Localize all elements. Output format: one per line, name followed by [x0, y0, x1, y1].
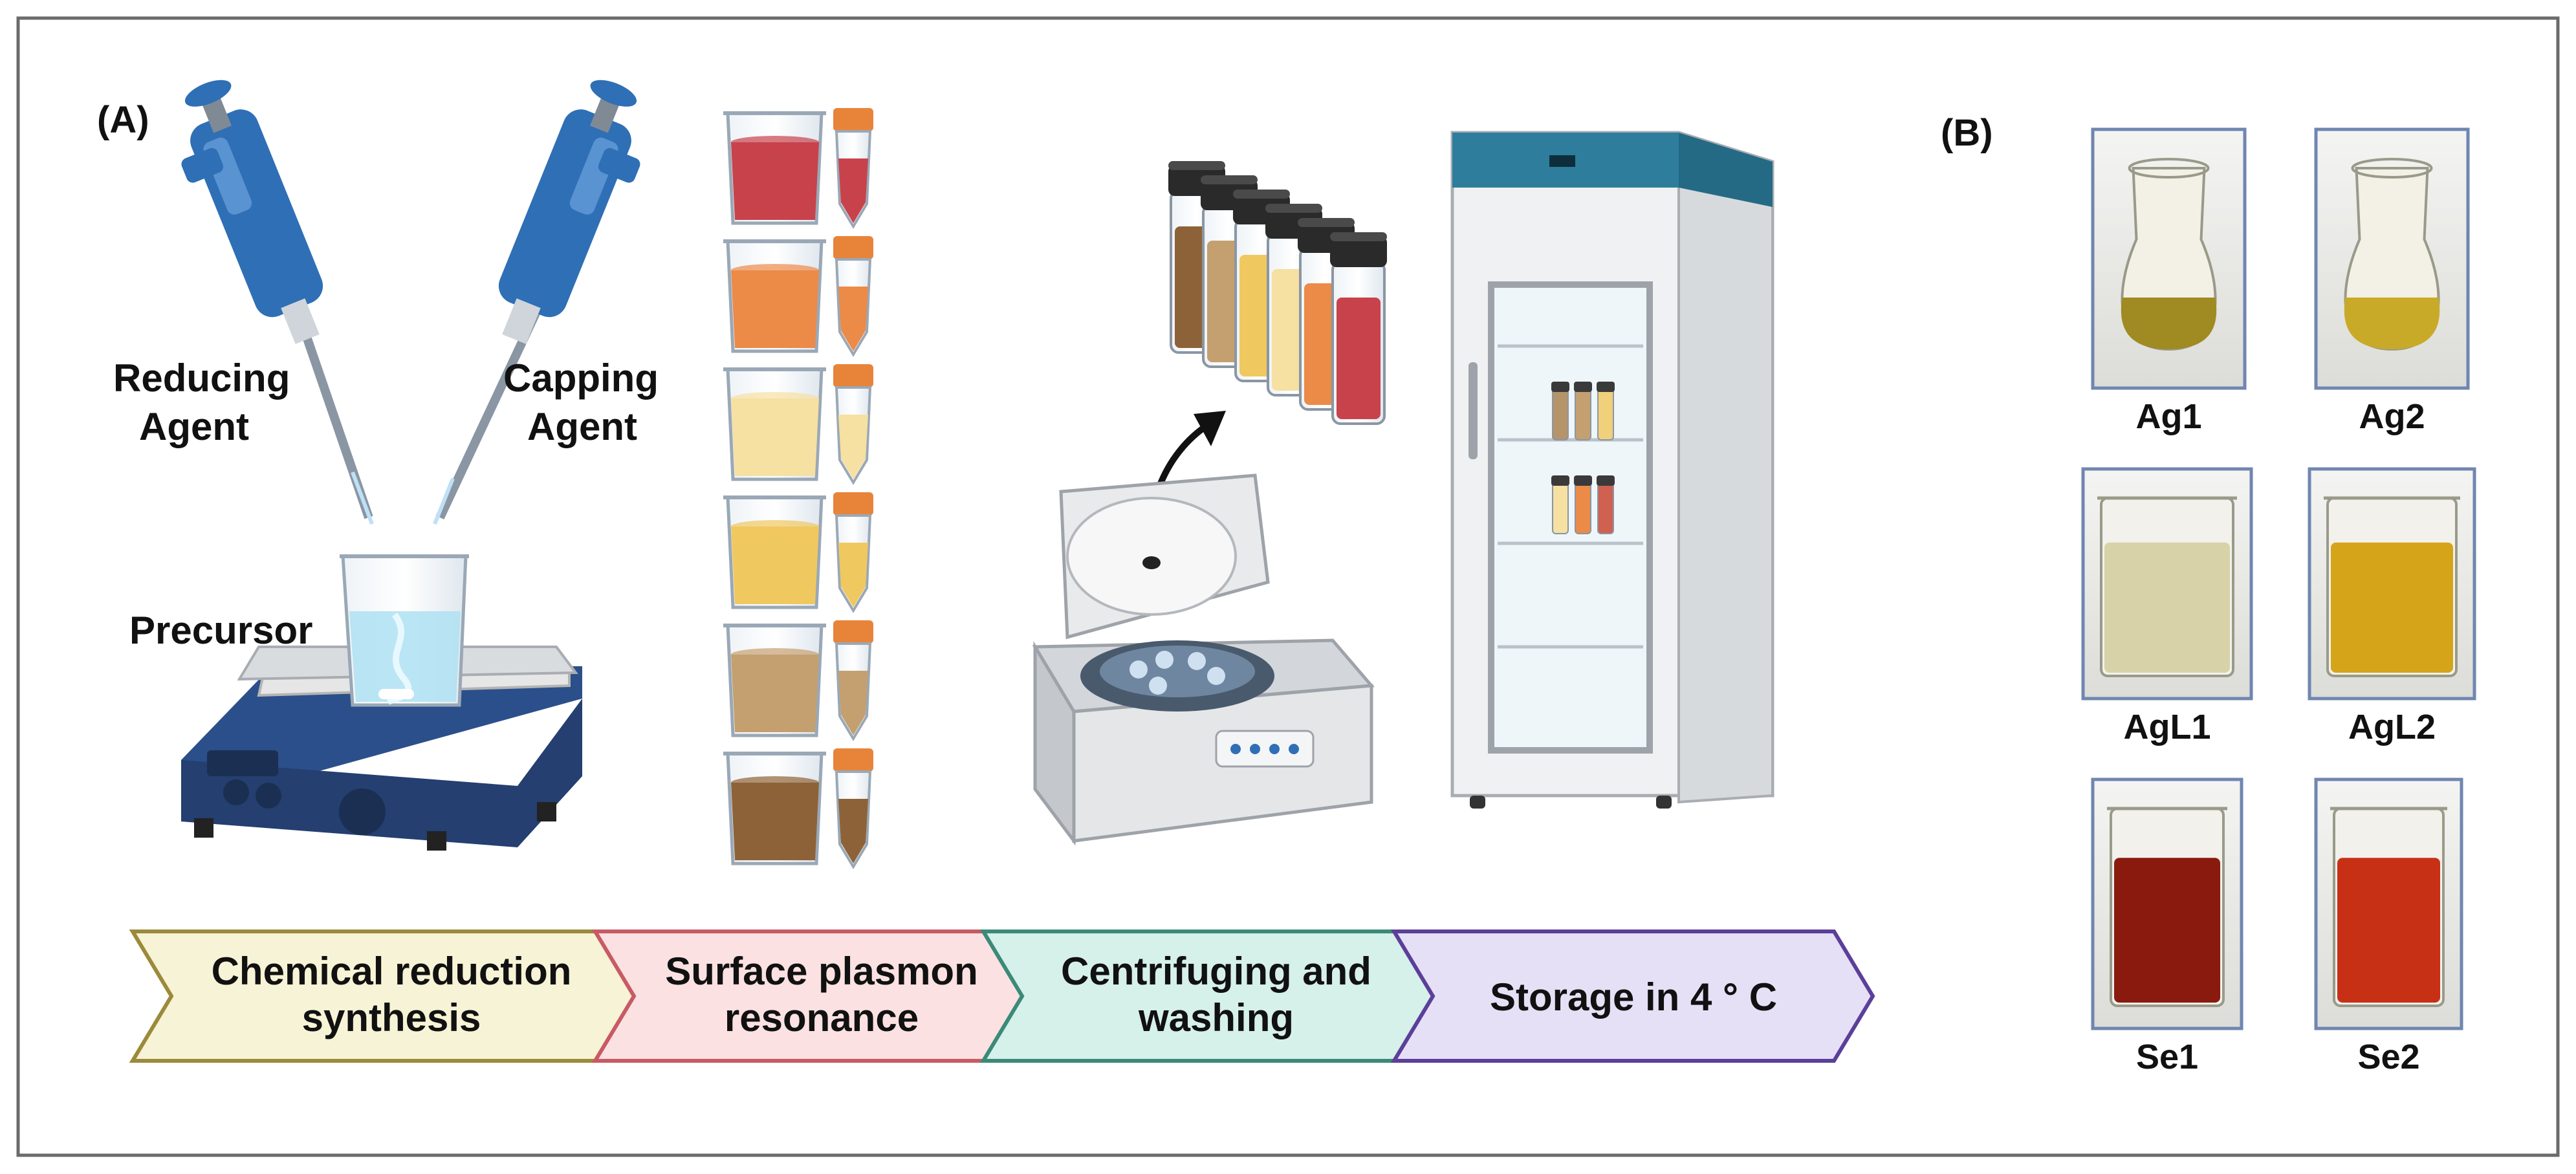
process-step-1-label: Chemical reduction: [212, 950, 572, 993]
sample-photo-se2: Se2: [2314, 777, 2463, 1076]
centrifuge-icon: [1032, 473, 1375, 846]
process-step-3-label: washing: [1138, 996, 1294, 1039]
process-step-1-label: synthesis: [302, 996, 481, 1039]
panel-label-a: (A): [97, 99, 149, 141]
spr-tube-icon: [833, 236, 873, 357]
capping-agent-label-line2: Agent: [527, 405, 637, 448]
sample-label-ag2: Ag2: [2359, 397, 2425, 436]
process-step-2-label: Surface plasmon: [665, 950, 978, 993]
process-step-4-label: Storage in 4 ° C: [1490, 975, 1777, 1019]
sample-vials: [1168, 161, 1387, 425]
stored-vial-icon: [1551, 475, 1569, 534]
sample-vial-icon: [1330, 232, 1387, 425]
sample-label-ag1: Ag1: [2135, 397, 2201, 436]
spr-beaker-icon: [723, 495, 826, 609]
sample-photo-agl2: AgL2: [2308, 467, 2476, 746]
spr-beaker-icon: [723, 239, 826, 353]
spr-tube-icon: [833, 492, 873, 613]
sample-photo-se1: Se1: [2091, 777, 2243, 1076]
spr-beaker-icon: [723, 752, 826, 865]
sample-label-agl1: AgL1: [2124, 708, 2211, 746]
sample-label-se2: Se2: [2357, 1038, 2419, 1076]
sample-label-se1: Se1: [2136, 1038, 2198, 1076]
spr-beaker-icon: [723, 624, 826, 737]
spr-beaker-icon: [723, 367, 826, 481]
sample-photo-ag1: Ag1: [2091, 127, 2247, 436]
capping-agent-pipette-icon: [433, 80, 640, 525]
spr-tube-icon: [833, 108, 873, 229]
spr-tube-icon: [833, 620, 873, 741]
sample-photo-agl1: AgL1: [2081, 467, 2253, 746]
spr-tube-icon: [833, 748, 873, 869]
surface-plasmon-solutions: [723, 108, 873, 869]
precursor-label: Precursor: [129, 609, 312, 652]
reducing-agent-label-line1: Reducing: [113, 356, 290, 400]
stored-vial-icon: [1597, 475, 1615, 534]
stored-vial-icon: [1551, 382, 1569, 440]
process-step-4: Storage in 4 ° C: [1390, 929, 1875, 1063]
sample-label-agl2: AgL2: [2348, 708, 2436, 746]
sample-photo-ag2: Ag2: [2314, 127, 2470, 436]
panel-label-b: (B): [1941, 112, 1993, 154]
capping-agent-label-line1: Capping: [503, 356, 659, 400]
process-step-3-label: Centrifuging and: [1061, 950, 1371, 993]
stored-vial-icon: [1574, 382, 1592, 440]
refrigerator-icon: [1450, 131, 1774, 809]
stored-vials: [1551, 382, 1615, 534]
stored-vial-icon: [1574, 475, 1592, 534]
precursor-beaker-icon: [340, 554, 469, 707]
spr-beaker-icon: [723, 111, 826, 225]
spr-tube-icon: [833, 364, 873, 485]
reducing-agent-pipette-icon: [181, 80, 374, 525]
stored-vial-icon: [1597, 382, 1615, 440]
reducing-agent-label-line2: Agent: [139, 405, 249, 448]
process-step-2-label: resonance: [725, 996, 919, 1039]
